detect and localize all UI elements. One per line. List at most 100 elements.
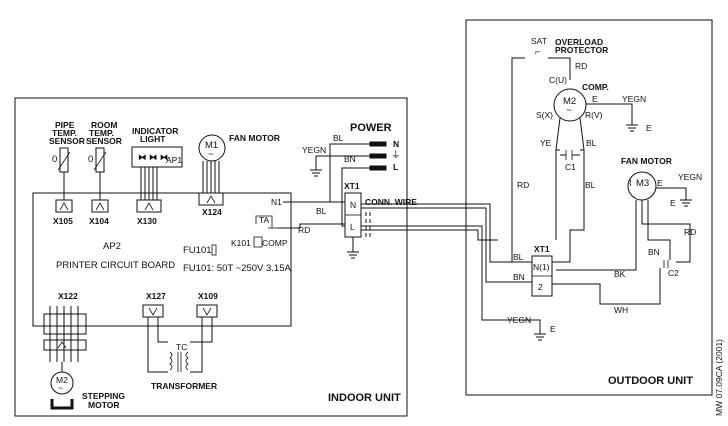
compressor: COMP. C(U) M2 ~ S(X) R(V) E YEGN E YE BL… [517, 75, 652, 263]
ta-label: TA [259, 215, 270, 225]
outdoor-bl-mid: BL [585, 180, 596, 190]
power-yegn-label: YEGN [302, 145, 326, 155]
x109-label: X109 [198, 291, 218, 301]
indoor-xt1-label: XT1 [344, 181, 360, 191]
indoor-rd-label: RD [298, 225, 310, 235]
x127-connector [142, 304, 164, 318]
x105-label: X105 [53, 216, 73, 226]
svg-text:~: ~ [566, 105, 572, 116]
power-bn-label: BN [344, 154, 356, 164]
comp-m2-symbol [553, 88, 587, 122]
indicator-label-1: INDICATOR [132, 126, 178, 136]
x104-connector [91, 199, 109, 213]
pipe-sensor-label-3: SENSOR [49, 136, 85, 146]
fan-rd-label: RD [684, 227, 696, 237]
outdoor-rd-top: RD [575, 61, 587, 71]
power-l-label: L [393, 162, 398, 172]
outdoor-bn-label: BN [513, 272, 525, 282]
stepping-motor: X122 M2 ~ STEPPING MOTOR [43, 291, 125, 410]
outdoor-yegn-label: YEGN [507, 315, 531, 325]
room-sensor-label-3: SENSOR [86, 136, 122, 146]
indoor-unit-frame [14, 97, 408, 417]
x104-label: X104 [89, 216, 109, 226]
transformer-label: TRANSFORMER [151, 381, 217, 391]
pipe-sensor-body [59, 147, 69, 173]
sat-symbol: ⌐ [535, 47, 541, 58]
outdoor-xt1-label: XT1 [534, 244, 550, 254]
indoor-fan-motor: M1 ~ FAN MOTOR X124 [198, 133, 280, 217]
indicator-light: INDICATOR LIGHT ⧓ ⧓ ⧓ AP1 X130 [131, 126, 183, 226]
m3-label: M3 [636, 178, 649, 189]
x130-label: X130 [137, 216, 157, 226]
power-n-label: N [393, 139, 399, 149]
cu-label: C(U) [549, 75, 567, 85]
room-sensor-body [95, 147, 105, 173]
room-sensor-label-1: ROOM [91, 120, 117, 130]
fan-bk-label: BK [614, 269, 626, 279]
outdoor-bl-label: BL [513, 252, 524, 262]
comp-m2-label: M2 [563, 96, 576, 107]
rv-label: R(V) [585, 110, 603, 120]
indoor-terminal-xt1: XT1 N L CONN. WIRE N1 BL RD [271, 181, 417, 259]
fan-motor-label: FAN MOTOR [229, 133, 280, 143]
conn-wire-label: CONN. WIRE [365, 197, 417, 207]
pcb-title: PRINTER CIRCUIT BOARD [56, 260, 175, 271]
footer-code: MW 07.09CA (2001) [714, 339, 724, 416]
indicator-label-2: LIGHT [140, 134, 166, 144]
outdoor-unit: OUTDOOR UNIT SAT ⌐ OVERLOAD PROTECTOR RD… [465, 19, 713, 396]
overload-label-2: PROTECTOR [555, 45, 608, 55]
comp-e-label: E [592, 94, 598, 104]
transformer-secondary-coil [185, 351, 189, 371]
k101-label: K101 [231, 238, 251, 248]
outdoor-fan-motor: FAN MOTOR M3 ⌇ E YEGN E RD BN C2 BK WH [552, 156, 702, 315]
indoor-unit: INDOOR UNIT AP2 PRINTER CIRCUIT BOARD FU… [14, 97, 417, 417]
stepping-label-1: STEPPING [82, 391, 125, 401]
ye-label: YE [540, 138, 552, 148]
comp-contact-label: COMP [262, 238, 288, 248]
comp-label: COMP. [582, 82, 609, 92]
sat-label: SAT [531, 36, 547, 46]
pipe-temp-sensor: PIPE TEMP. SENSOR 0 X105 [49, 120, 85, 226]
x124-label: X124 [202, 207, 222, 217]
led-glyphs: ⧓ ⧓ ⧓ [138, 152, 169, 162]
power-bl-label: BL [333, 133, 344, 143]
ap1-label: AP1 [166, 155, 182, 165]
outdoor-terminal-xt1: XT1 N(1) 2 BL BN YEGN E [507, 244, 556, 341]
room-temp-sensor: ROOM TEMP. SENSOR 0 X104 [86, 120, 122, 226]
indoor-bl-label: BL [316, 206, 327, 216]
fan-yegn-label: YEGN [678, 172, 702, 182]
outdoor-term-1: N(1) [533, 262, 550, 272]
outdoor-ground-e: E [550, 324, 556, 334]
m1-label: M1 [205, 140, 218, 151]
n1-label: N1 [271, 197, 282, 207]
indoor-term-l: L [350, 222, 355, 232]
outdoor-unit-title: OUTDOOR UNIT [608, 375, 693, 387]
outdoor-rd-mid: RD [517, 180, 529, 190]
pipe-sensor-label-2: TEMP. [52, 128, 77, 138]
x127-label: X127 [146, 291, 166, 301]
pipe-sensor-label-1: PIPE [55, 120, 75, 130]
x105-connector [55, 199, 73, 213]
outdoor-unit-frame [465, 19, 713, 396]
outdoor-term-2: 2 [538, 282, 543, 292]
fan-ground-e: E [670, 198, 676, 208]
pipe-sensor-zero: 0 [52, 154, 57, 165]
pcb-ap2-label: AP2 [103, 241, 121, 252]
transformer: X127 X109 TC TRANSFORMER [142, 291, 218, 391]
room-sensor-zero: 0 [88, 154, 93, 165]
k101-relay: K101 COMP TA [231, 215, 288, 248]
fan-bn-label: BN [648, 247, 660, 257]
x122-connector [43, 339, 87, 351]
fuse-symbol [211, 244, 217, 256]
overload-label-1: OVERLOAD [555, 37, 603, 47]
indoor-term-n: N [350, 200, 356, 210]
svg-text:⌇: ⌇ [628, 178, 633, 189]
fan-e-label: E [657, 178, 663, 188]
pcb-board [32, 192, 292, 327]
x122-label: X122 [58, 291, 78, 301]
m2-stepping-label: M2 [56, 375, 68, 385]
transformer-primary-coil [169, 351, 173, 371]
svg-text:~: ~ [58, 383, 63, 393]
indoor-unit-title: INDOOR UNIT [328, 392, 401, 404]
fan-wh-label: WH [614, 305, 628, 315]
